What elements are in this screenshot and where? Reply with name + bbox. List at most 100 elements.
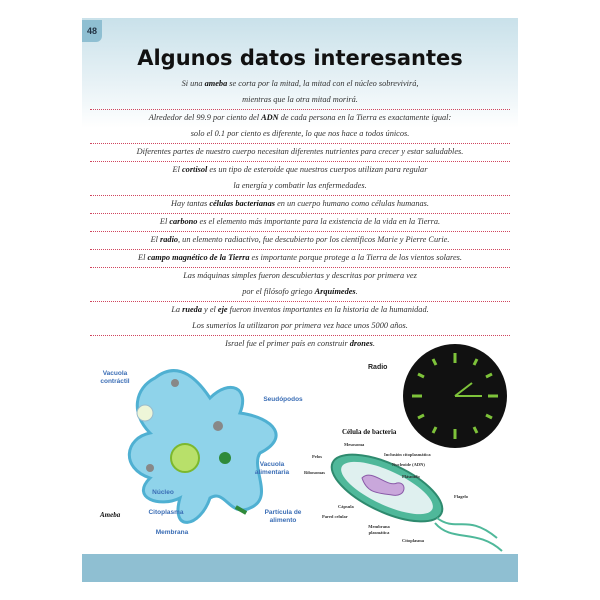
label-vacuola-alimentaria: Vacuola alimentaria — [254, 461, 290, 476]
fact-line: solo el 0.1 por ciento es diferente, lo … — [90, 126, 510, 142]
fact-text: Hay tantas — [171, 199, 210, 208]
fact-keyword: ADN — [261, 113, 279, 122]
fact-text: fueron inventos importantes en la histor… — [227, 305, 429, 314]
label-plasmido: Plásmido — [402, 474, 420, 479]
fact-text: Los sumerios la utilizaron por primera v… — [192, 321, 408, 330]
label-nucleoide: Nucleoide (ADN) — [392, 462, 425, 467]
fact-text: por el filósofo griego — [242, 287, 315, 296]
fact-item: Hay tantas células bacterianas en un cue… — [90, 196, 510, 214]
fact-keyword: cortisol — [182, 165, 208, 174]
fact-keyword: drones — [349, 339, 373, 348]
fact-keyword: células bacterianas — [209, 199, 275, 208]
fact-text: Alrededor del 99.9 por ciento del — [148, 113, 262, 122]
fact-text: El — [159, 217, 170, 226]
label-ribosomas: Ribosomas — [304, 470, 326, 475]
fact-line: Hay tantas células bacterianas en un cue… — [90, 196, 510, 212]
fact-text: Si una — [181, 79, 205, 88]
fact-text: El — [172, 165, 182, 174]
fact-item: El campo magnético de la Tierra es impor… — [90, 250, 510, 268]
bacteria-illustration — [330, 453, 503, 552]
label-membrana-plasmatica: Membrana plasmática — [368, 524, 390, 535]
flagellum — [434, 517, 503, 552]
radio-clock-illustration — [403, 344, 507, 448]
fact-text: es un tipo de esteroide que nuestros cue… — [207, 165, 428, 174]
fact-item: El cortisol es un tipo de esteroide que … — [90, 162, 510, 196]
label-flagelo: Flagelo — [454, 494, 468, 499]
food-particle — [234, 505, 248, 515]
fact-item: La rueda y el eje fueron inventos import… — [90, 302, 510, 336]
fact-keyword: radio — [160, 235, 179, 244]
page-title: Algunos datos interesantes — [137, 46, 463, 70]
label-capsula: Cápsula — [338, 504, 354, 509]
fact-text: es importante porque protege a la Tierra… — [249, 253, 462, 262]
fact-line: El campo magnético de la Tierra es impor… — [90, 250, 510, 266]
fact-text: El — [138, 253, 148, 262]
nucleus — [170, 443, 200, 473]
fact-text: , un elemento radiactivo, fue descubiert… — [178, 235, 450, 244]
amoeba-caption: Ameba — [100, 511, 121, 519]
clock-hour-marks — [412, 353, 498, 439]
fact-text: . — [355, 287, 358, 296]
fact-text: es el elemento más importante para la ex… — [197, 217, 441, 226]
fact-text: Las máquinas simples fueron descubiertas… — [183, 271, 417, 280]
label-pared: Pared celular — [322, 514, 348, 519]
fact-line: por el filósofo griego Arquímedes. — [90, 284, 510, 300]
fact-keyword: campo magnético de la Tierra — [147, 253, 250, 262]
fact-line: El carbono es el elemento más importante… — [90, 214, 510, 230]
fact-line: mientras que la otra mitad morirá. — [90, 92, 510, 108]
fact-item: Si una ameba se corta por la mitad, la m… — [90, 76, 510, 110]
fact-text: . — [372, 339, 375, 348]
particle — [213, 421, 223, 431]
label-vacuola-contractil: Vacuola contráctil — [100, 370, 130, 385]
fact-text: y el — [201, 305, 218, 314]
fact-keyword: rueda — [182, 305, 202, 314]
radio-caption: Radio — [368, 364, 388, 371]
fact-text: La — [171, 305, 183, 314]
label-citoplasma-bacteria: Citoplasma — [402, 538, 425, 543]
fact-item: Alrededor del 99.9 por ciento del ADN de… — [90, 110, 510, 144]
fact-text: de cada persona en la Tierra es exactame… — [278, 113, 452, 122]
fact-keyword: carbono — [169, 217, 198, 226]
page-footer-bar — [82, 554, 518, 582]
fact-item: Diferentes partes de nuestro cuerpo nece… — [90, 144, 510, 162]
label-seudopodos: Seudópodos — [263, 396, 303, 403]
label-membrana: Membrana — [155, 529, 189, 536]
fact-line: Israel fue el primer país en construir d… — [90, 336, 510, 352]
label-pelos: Pelos — [312, 454, 322, 459]
fact-line: La rueda y el eje fueron inventos import… — [90, 302, 510, 318]
contractile-vacuole — [136, 404, 154, 422]
fact-line: Si una ameba se corta por la mitad, la m… — [90, 76, 510, 92]
particle — [146, 464, 154, 472]
fact-text: El — [150, 235, 161, 244]
fact-line: Alrededor del 99.9 por ciento del ADN de… — [90, 110, 510, 126]
fact-line: Los sumerios la utilizaron por primera v… — [90, 318, 510, 334]
fact-keyword: ameba — [204, 79, 228, 88]
label-mesosoma: Mesosoma — [344, 442, 365, 447]
fact-keyword: eje — [217, 305, 228, 314]
label-citoplasma: Citoplasma — [148, 509, 184, 516]
fact-line: la energía y combatir las enfermedades. — [90, 178, 510, 194]
fact-item: El radio, un elemento radiactivo, fue de… — [90, 232, 510, 250]
fact-keyword: Arquímedes — [314, 287, 356, 296]
amoeba-body — [127, 369, 278, 524]
nucleoid — [361, 474, 405, 496]
fact-item: Israel fue el primer país en construir d… — [90, 336, 510, 353]
fact-text: Diferentes partes de nuestro cuerpo nece… — [136, 147, 464, 156]
bacteria-caption: Célula de bacteria — [342, 428, 397, 436]
facts-list: Si una ameba se corta por la mitad, la m… — [90, 76, 510, 353]
amoeba-illustration — [127, 369, 278, 524]
label-particula: Partícula de alimento — [264, 509, 302, 524]
fact-text: solo el 0.1 por ciento es diferente, lo … — [190, 129, 410, 138]
fact-line: El cortisol es un tipo de esteroide que … — [90, 162, 510, 178]
fact-item: El carbono es el elemento más importante… — [90, 214, 510, 232]
fact-text: en un cuerpo humano como células humanas… — [275, 199, 429, 208]
fact-text: Israel fue el primer país en construir — [225, 339, 350, 348]
particle — [171, 379, 179, 387]
fact-line: Las máquinas simples fueron descubiertas… — [90, 268, 510, 284]
fact-item: Las máquinas simples fueron descubiertas… — [90, 268, 510, 302]
fact-line: El radio, un elemento radiactivo, fue de… — [90, 232, 510, 248]
fact-text: la energía y combatir las enfermedades. — [233, 181, 367, 190]
fact-text: mientras que la otra mitad morirá. — [242, 95, 358, 104]
book-page: 48 Algunos datos interesantes Si una ame… — [82, 18, 518, 582]
fact-line: Diferentes partes de nuestro cuerpo nece… — [90, 144, 510, 160]
